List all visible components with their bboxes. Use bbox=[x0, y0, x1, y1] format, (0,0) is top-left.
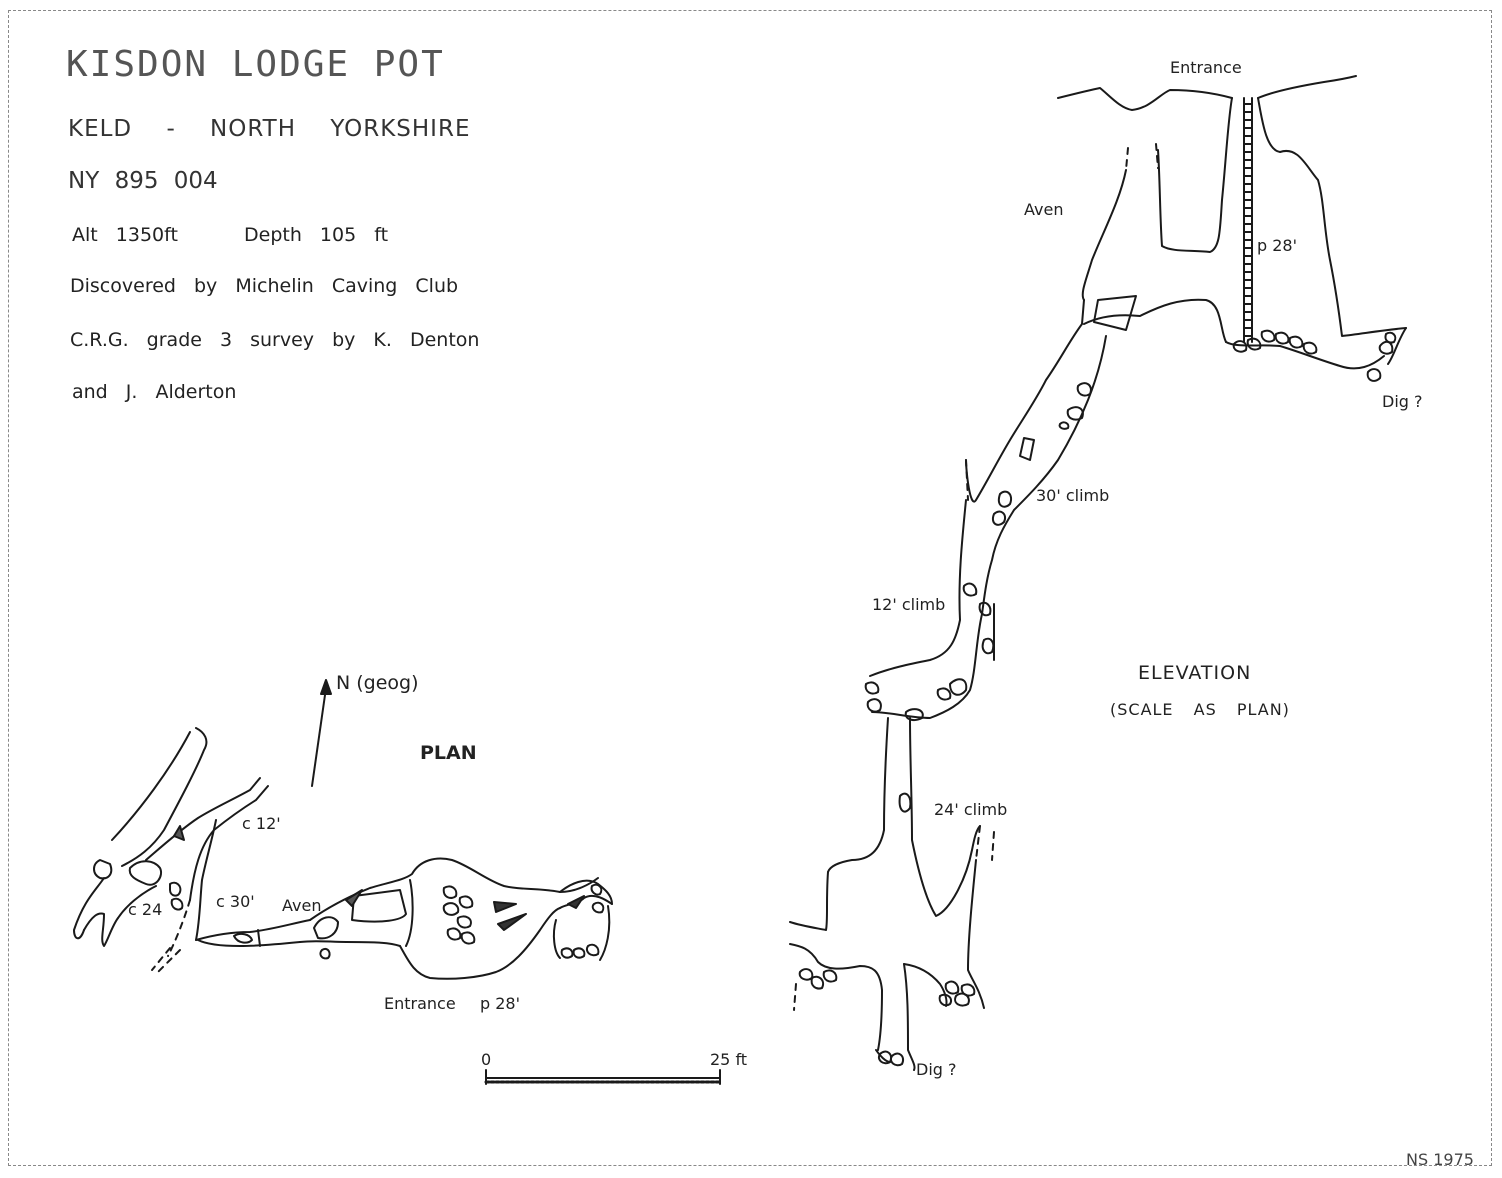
elevation-label-aven: Aven bbox=[1024, 200, 1064, 219]
elevation-label-entrance: Entrance bbox=[1170, 58, 1242, 77]
plan-view bbox=[73, 679, 722, 1085]
elevation-label-30-climb: 30' climb bbox=[1036, 486, 1110, 505]
altitude: Alt 1350ft bbox=[72, 224, 178, 246]
elevation-view bbox=[789, 75, 1407, 1071]
drafter-credit: NS 1975 bbox=[1406, 1150, 1474, 1169]
elevation-subtitle: (SCALE AS PLAN) bbox=[1110, 700, 1290, 719]
plan-label-c24: c 24 bbox=[128, 900, 163, 919]
north-arrow bbox=[311, 687, 327, 787]
plan-title: PLAN bbox=[420, 742, 477, 764]
plan-label-p28: p 28' bbox=[480, 994, 520, 1013]
discovered-by: Discovered by Michelin Caving Club bbox=[70, 275, 459, 297]
plan-label-c30: c 30' bbox=[216, 892, 255, 911]
survey-title: KISDON LODGE POT bbox=[66, 44, 445, 85]
survey-credit-continued: and J. Alderton bbox=[72, 381, 237, 403]
scale-end-label: 25 ft bbox=[710, 1050, 748, 1069]
survey-location: KELD - NORTH YORKSHIRE bbox=[68, 116, 471, 142]
north-arrow-label: N (geog) bbox=[336, 672, 419, 694]
plan-label-aven: Aven bbox=[282, 896, 322, 915]
page-border bbox=[8, 10, 1492, 1166]
scale-start-label: 0 bbox=[481, 1050, 492, 1069]
elevation-label-dig-bottom: Dig ? bbox=[916, 1060, 957, 1079]
survey-credit: C.R.G. grade 3 survey by K. Denton bbox=[70, 329, 480, 351]
plan-label-entrance: Entrance bbox=[384, 994, 456, 1013]
elevation-label-dig-top: Dig ? bbox=[1382, 392, 1423, 411]
plan-label-c12: c 12' bbox=[242, 814, 281, 833]
elevation-label-24-climb: 24' climb bbox=[934, 800, 1008, 819]
elevation-label-12-climb: 12' climb bbox=[872, 595, 946, 614]
elevation-title: ELEVATION bbox=[1138, 662, 1252, 684]
north-arrowhead bbox=[320, 679, 332, 695]
grid-reference: NY 895 004 bbox=[68, 168, 218, 194]
elevation-label-p28: p 28' bbox=[1257, 236, 1297, 255]
depth: Depth 105 ft bbox=[244, 224, 389, 246]
